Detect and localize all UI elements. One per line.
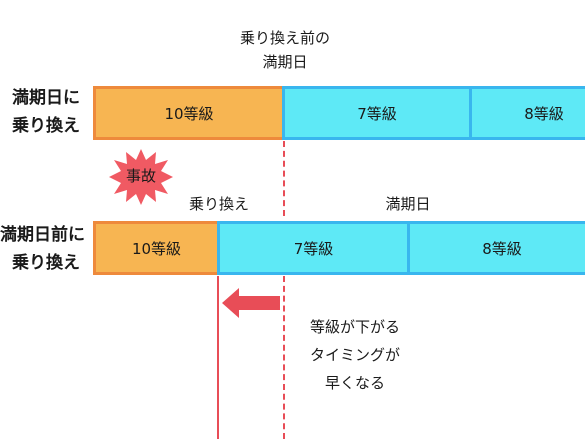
accident-badge: 事故 <box>108 148 174 206</box>
original-expiry-guide-bottom <box>283 276 285 439</box>
note-line3: 早くなる <box>324 374 385 392</box>
bottom-expiry-caption: 満期日 <box>385 195 431 213</box>
bottom-segment-8: 8等級 <box>407 221 585 275</box>
switch-date-guide <box>217 276 219 439</box>
top-row-label: 満期日に 乗り換え <box>0 84 80 140</box>
top-caption-line1: 乗り換え前の <box>239 29 330 47</box>
starburst-icon <box>109 149 173 205</box>
bottom-segment-8-label: 8等級 <box>482 239 522 258</box>
top-segment-10: 10等級 <box>93 86 285 140</box>
original-expiry-guide-top <box>283 141 285 216</box>
note-line1: 等級が下がる <box>309 318 400 336</box>
bottom-row-label: 満期日前に 乗り換え <box>0 221 85 277</box>
top-segment-7: 7等級 <box>282 86 472 140</box>
top-segment-7-label: 7等級 <box>357 104 397 123</box>
top-segment-10-label: 10等級 <box>164 104 214 123</box>
left-arrow-icon <box>222 288 282 318</box>
note-line2: タイミングが <box>309 346 400 364</box>
top-segment-8-label: 8等級 <box>524 104 564 123</box>
top-expiry-caption: 乗り換え前の 満期日 <box>226 26 344 74</box>
top-segment-8: 8等級 <box>469 86 585 140</box>
bottom-row-label-line2: 乗り換え <box>12 253 80 273</box>
switch-caption: 乗り換え <box>188 195 249 213</box>
bottom-segment-7: 7等級 <box>217 221 410 275</box>
bottom-segment-7-label: 7等級 <box>293 239 334 258</box>
grade-drop-note: 等級が下がる タイミングが 早くなる <box>290 313 420 397</box>
top-row-label-line1: 満期日に <box>12 88 80 108</box>
top-caption-line2: 満期日 <box>262 53 308 71</box>
top-row-label-line2: 乗り換え <box>12 116 80 136</box>
bottom-segment-10-label: 10等級 <box>131 239 182 258</box>
bottom-segment-10: 10等級 <box>93 221 220 275</box>
accident-badge-label: 事故 <box>125 167 156 185</box>
bottom-row-label-line1: 満期日前に <box>0 225 85 245</box>
